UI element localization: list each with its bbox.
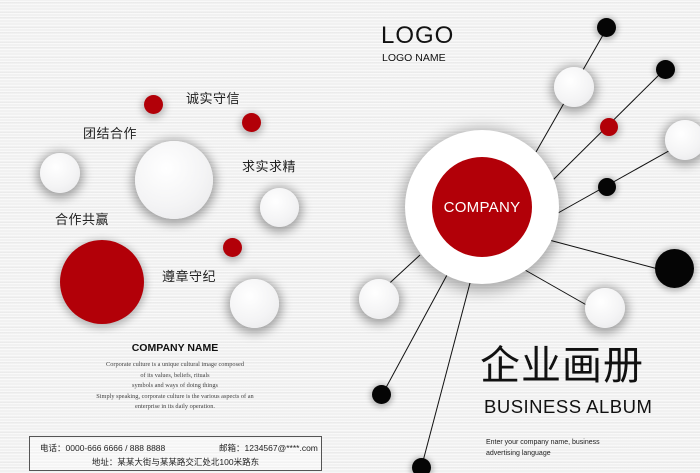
culture-line: Corporate culture is a unique cultural i…	[106, 361, 244, 368]
logo-text: LOGO	[381, 22, 455, 49]
black-node	[372, 385, 391, 404]
value-label-pragmatism: 求实求精	[242, 160, 297, 175]
contact-row-phone-email: 电话：0000-666 6666 / 888 8888 邮箱：1234567@*…	[40, 442, 318, 454]
red-circle-large	[60, 240, 144, 324]
central-red-core: COMPANY	[432, 157, 532, 257]
red-node	[600, 118, 618, 136]
white-circle-large	[135, 141, 213, 219]
culture-description: Corporate culture is a unique cultural i…	[0, 360, 350, 413]
red-dot-small	[223, 238, 242, 257]
white-node	[359, 279, 399, 319]
white-circle	[40, 153, 80, 193]
address-value: 某某大街与某某路交汇处北100米路东	[117, 457, 260, 467]
value-label-teamwork: 团结合作	[83, 127, 138, 142]
central-company-badge: COMPANY	[405, 130, 559, 284]
email-label: 邮箱：	[219, 443, 245, 453]
logo-name: LOGO NAME	[382, 52, 446, 64]
black-node-large	[655, 249, 694, 288]
company-name-heading: COMPANY NAME	[131, 342, 219, 354]
white-node	[554, 67, 594, 107]
culture-line: of its values, beliefs, rituals	[140, 371, 210, 379]
value-label-discipline: 遵章守纪	[162, 270, 217, 285]
contact-box: 电话：0000-666 6666 / 888 8888 邮箱：1234567@*…	[29, 436, 322, 471]
culture-line: Simply speaking, corporate culture is th…	[96, 392, 254, 400]
white-node	[585, 288, 625, 328]
tagline-line: advertising language	[486, 450, 551, 457]
title-english: BUSINESS ALBUM	[484, 396, 653, 417]
contact-row-address: 地址：某某大街与某某路交汇处北100米路东	[30, 456, 321, 468]
red-dot-small	[242, 113, 261, 132]
black-node	[597, 18, 616, 37]
email-group: 邮箱：1234567@****.com	[219, 442, 318, 454]
culture-line: enterprise in its daily operation.	[135, 403, 215, 410]
tagline-line: Enter your company name, business	[486, 439, 600, 446]
phone-label: 电话：	[40, 443, 66, 453]
value-label-integrity: 诚实守信	[186, 92, 241, 107]
tagline: Enter your company name, business advert…	[486, 437, 600, 459]
front-cover-page: LOGO LOGO NAME COMPANY 企业画册 BUSINESS ALB…	[350, 0, 700, 473]
central-company-label: COMPANY	[443, 198, 521, 216]
value-label-win-win: 合作共赢	[55, 213, 110, 228]
white-circle	[260, 188, 299, 227]
back-cover-page: 诚实守信 团结合作 求实求精 合作共赢 遵章守纪 COMPANY NAME Co…	[0, 92, 350, 471]
black-node	[598, 178, 616, 196]
black-node	[412, 458, 431, 473]
phone-value: 0000-666 6666 / 888 8888	[65, 443, 166, 453]
white-node	[665, 120, 700, 160]
culture-line: symbols and ways of doing things	[132, 382, 218, 389]
address-label: 地址：	[91, 457, 118, 467]
red-dot-small	[144, 95, 163, 114]
title-chinese: 企业画册	[480, 343, 644, 389]
black-node	[656, 60, 675, 79]
email-value: 1234567@****.com	[244, 443, 318, 453]
white-circle	[230, 279, 279, 328]
